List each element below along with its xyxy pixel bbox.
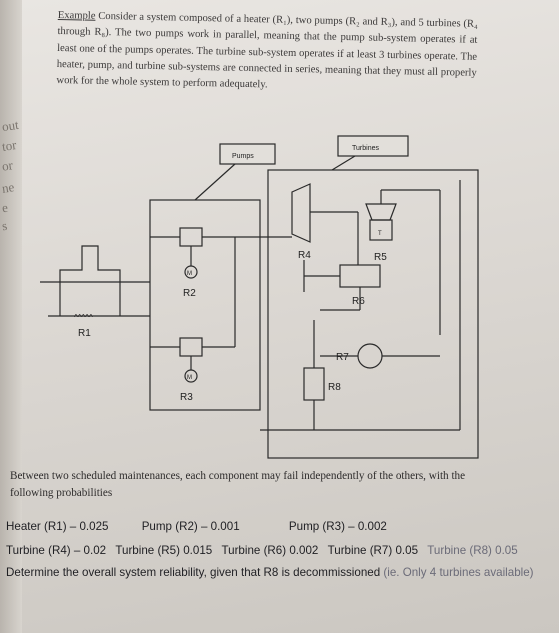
margin-text: or	[0, 157, 14, 174]
label-r8: R8	[328, 382, 341, 393]
motor-label-r2: M	[187, 271, 192, 277]
turbines-label: Turbines	[352, 145, 379, 152]
label-r6: R6	[352, 296, 365, 307]
question-line: Determine the overall system reliability…	[6, 566, 534, 579]
pump-r2	[179, 227, 203, 247]
example-paragraph: Example Consider a system composed of a …	[56, 8, 478, 98]
system-diagram: Pumps Turbines ^^^^^ R1 M R2 M R3 R4 T R…	[40, 135, 479, 459]
question-note: (ie. Only 4 turbines available)	[380, 566, 534, 579]
margin-text: tor	[0, 137, 18, 154]
turbine-t-mark: T	[378, 231, 382, 237]
probability-line-1: Heater (R1) – 0.025 Pump (R2) – 0.001 Pu…	[6, 520, 387, 533]
turbine-r7	[357, 343, 383, 369]
motor-r2	[184, 265, 198, 279]
example-heading: Example	[57, 9, 96, 22]
prob-pump-r2: Pump (R2) – 0.001	[141, 520, 240, 533]
label-r1: R1	[78, 328, 91, 339]
turbines-label-box	[337, 135, 409, 157]
margin-text: ne	[0, 179, 16, 196]
prob-pump-r3: Pump (R3) – 0.002	[288, 520, 387, 533]
example-body: Consider a system composed of a heater (…	[56, 10, 478, 91]
prob-turbine-r8: Turbine (R8) 0.05	[427, 544, 518, 557]
prob-turbine-r5: Turbine (R5) 0.015	[115, 544, 213, 557]
label-r2: R2	[183, 288, 196, 299]
margin-text: out	[0, 116, 20, 135]
turbine-r5	[369, 219, 393, 241]
turbine-r4	[291, 183, 311, 243]
label-r3: R3	[180, 392, 193, 403]
pump-r3	[179, 337, 203, 357]
label-r5: R5	[374, 252, 387, 263]
label-r7: R7	[336, 352, 349, 363]
prob-heater-r1: Heater (R1) – 0.025	[6, 520, 109, 533]
pumps-label: Pumps	[232, 153, 254, 160]
probabilities-intro: Between two scheduled maintenances, each…	[10, 470, 466, 499]
motor-r3	[184, 369, 198, 383]
prob-turbine-r4: Turbine (R4) – 0.02	[6, 544, 107, 557]
turbine-r8	[303, 367, 325, 401]
pump-subsystem-box	[149, 199, 261, 411]
prob-turbine-r7: Turbine (R7) 0.05	[327, 544, 419, 557]
heater-coil-mark: ^^^^^	[74, 313, 93, 322]
turbine-r6	[339, 264, 381, 288]
heater-r1	[59, 245, 121, 302]
probability-line-2: Turbine (R4) – 0.02 Turbine (R5) 0.015 T…	[6, 544, 518, 557]
question-main: Determine the overall system reliability…	[6, 566, 381, 579]
pumps-label-box	[219, 143, 276, 165]
margin-text: e	[0, 199, 9, 216]
label-r4: R4	[298, 250, 311, 261]
margin-text: s	[0, 217, 9, 234]
left-page-edge: out tor or ne e s	[0, 0, 22, 633]
motor-label-r3: M	[187, 375, 192, 381]
turbine-subsystem-box	[267, 169, 479, 459]
prob-turbine-r6: Turbine (R6) 0.002	[221, 544, 319, 557]
